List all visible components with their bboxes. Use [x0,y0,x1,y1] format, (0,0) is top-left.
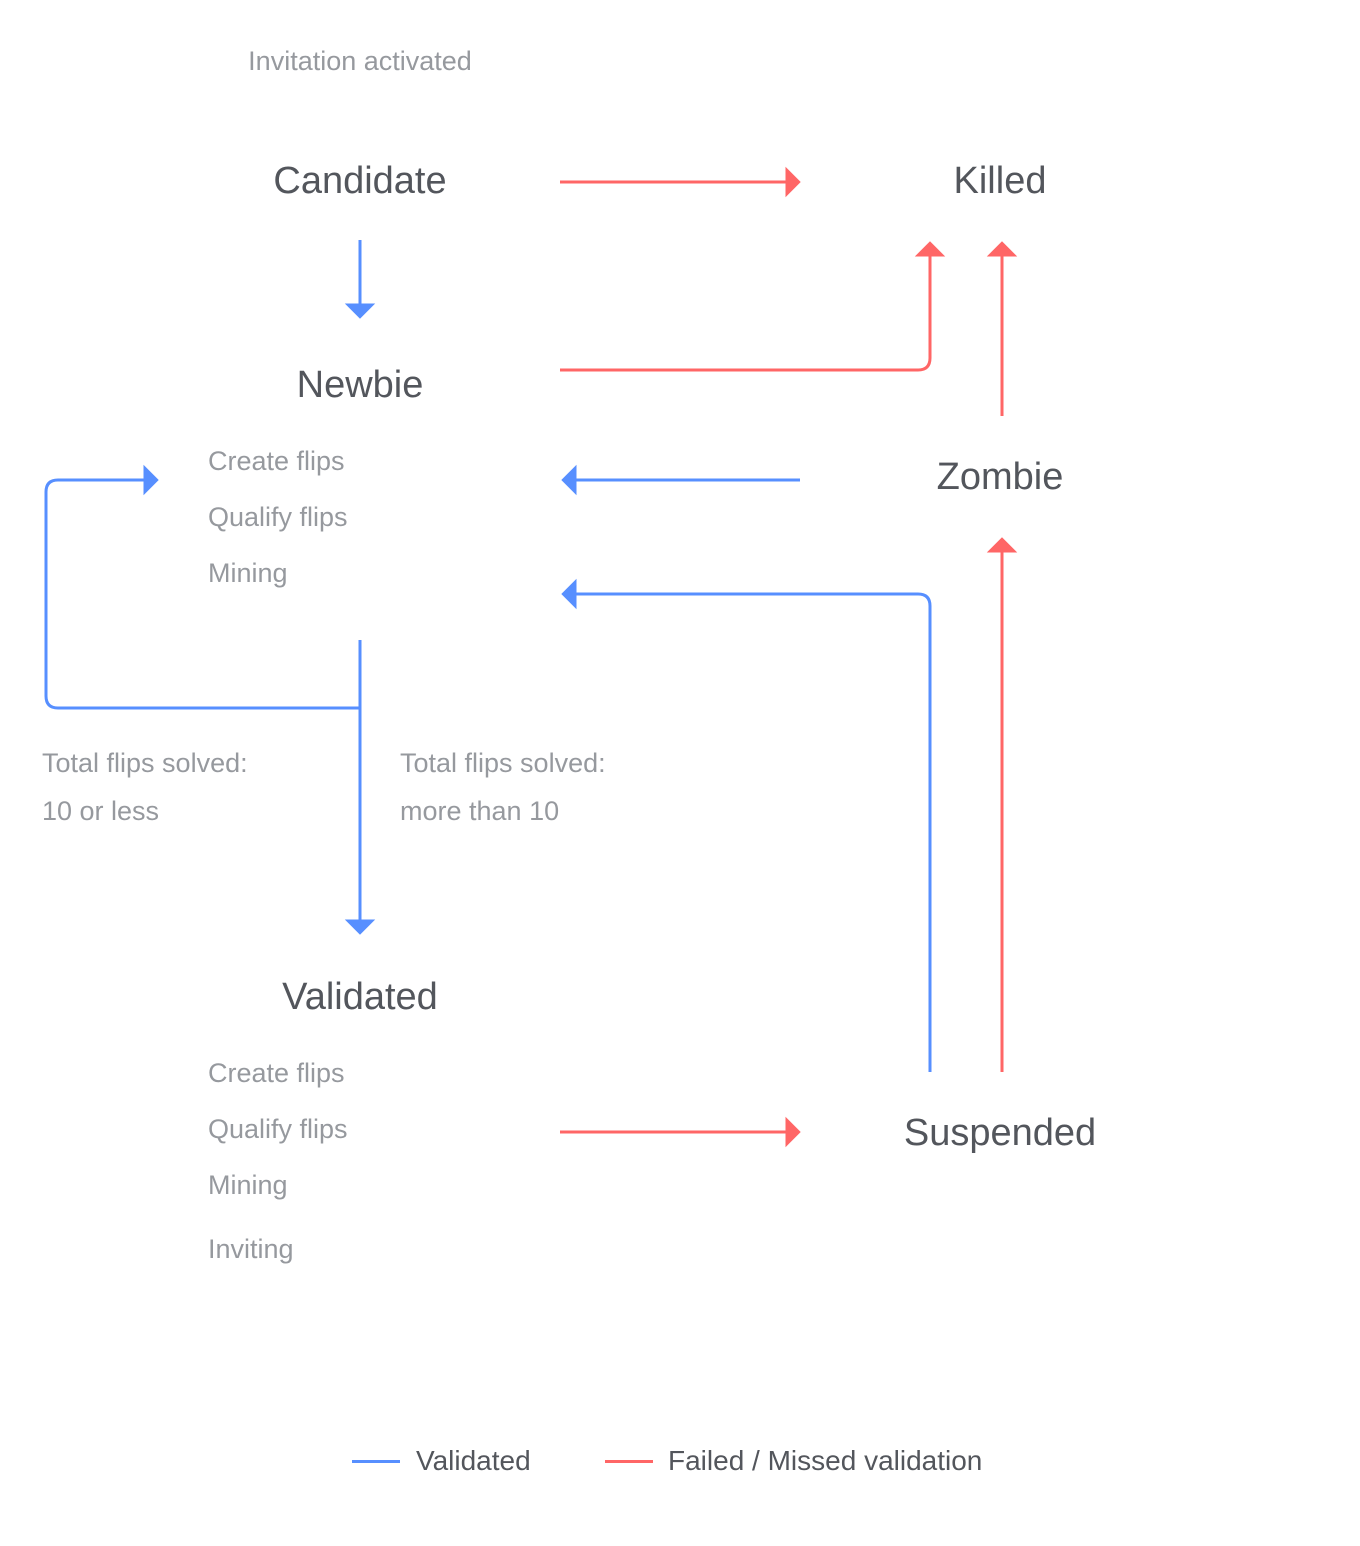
legend-failed-label: Failed / Missed validation [668,1445,983,1476]
newbie-ability: Create flips [208,446,345,476]
newbie-ability: Mining [208,558,288,588]
arrow-newbie-stays-newbie [44,464,360,710]
state-suspended: Suspended [903,1112,1097,1154]
validated-ability: Mining [208,1170,288,1200]
arrow-candidate-to-killed [560,166,801,198]
entry-label: Invitation activated [248,46,472,76]
arrow-newbie-to-killed [560,241,946,372]
condition-more-line1: Total flips solved: [400,748,606,778]
arrow-candidate-to-newbie [344,240,376,319]
validated-ability: Inviting [208,1234,294,1264]
state-candidate: Candidate [273,160,447,202]
newbie-ability: Qualify flips [208,502,348,532]
condition-less-line1: Total flips solved: [42,748,248,778]
arrow-zombie-to-killed [986,241,1018,416]
condition-more-line2: more than 10 [400,796,560,826]
state-newbie: Newbie [296,364,424,406]
state-killed: Killed [953,160,1047,202]
legend-failed-line [605,1460,653,1463]
state-validated: Validated [282,976,438,1018]
legend-validated-line [352,1460,400,1463]
arrow-suspended-to-newbie [561,578,932,1072]
arrow-zombie-to-newbie [561,464,800,496]
validated-ability: Create flips [208,1058,345,1088]
validated-ability: Qualify flips [208,1114,348,1144]
legend-validated-label: Validated [416,1445,531,1476]
arrow-validated-to-suspended [560,1116,801,1148]
state-zombie: Zombie [936,456,1064,498]
arrow-newbie-to-validated [344,640,376,935]
arrow-suspended-to-zombie [986,537,1018,1072]
condition-less-line2: 10 or less [42,796,160,826]
